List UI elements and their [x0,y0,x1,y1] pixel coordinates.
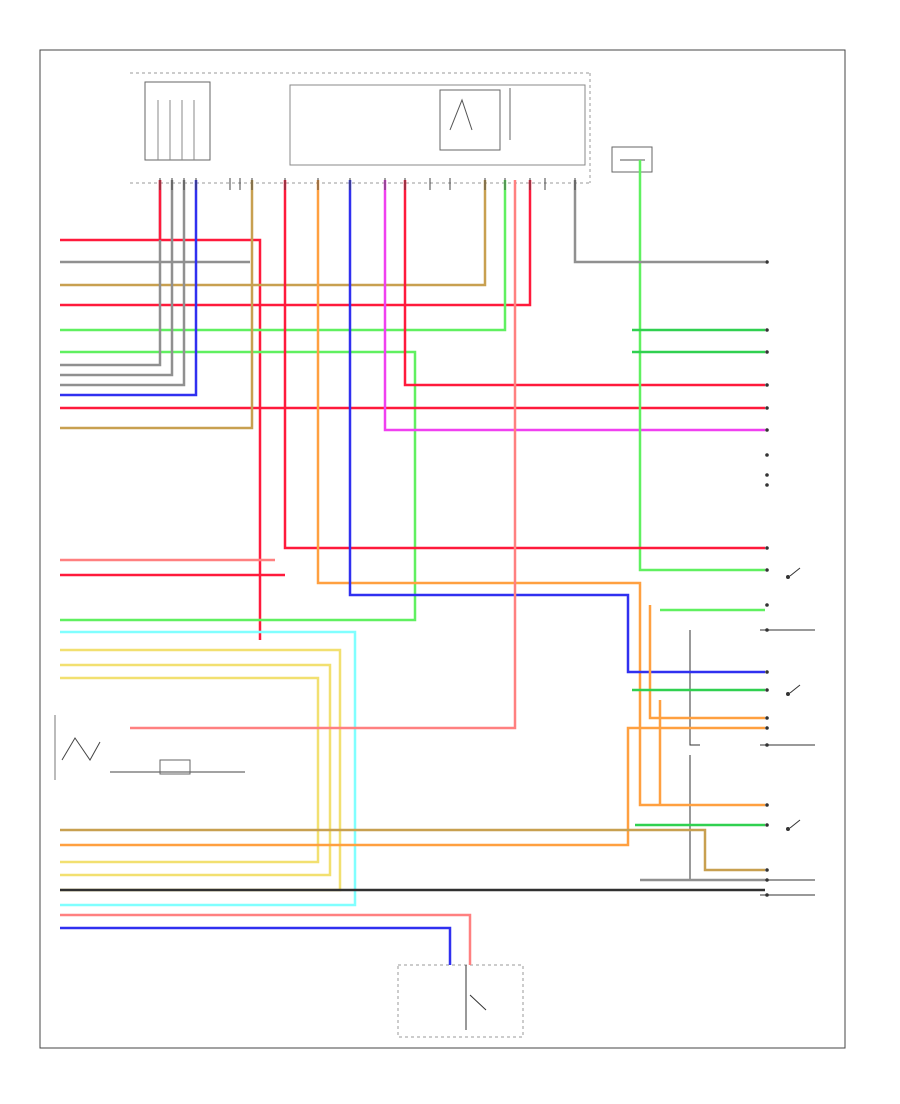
terminal-dot [765,568,769,572]
wire-yellow [60,663,332,877]
wire-light_green [638,160,765,572]
terminal-dot [765,428,769,432]
wire-light_green [60,180,507,332]
wire-pink [130,180,517,730]
wire-light_green [60,350,417,622]
wire-gray [60,180,186,387]
fuse-relay-box [144,81,211,161]
wire-orange [60,726,765,847]
wire-gray [60,180,174,377]
terminal-dot [765,383,769,387]
wire-yellow [60,648,342,892]
wire-blue [60,180,198,397]
wire-tan [60,180,254,430]
terminal-dot [765,453,769,457]
terminal-dot [765,803,769,807]
wire-tan [60,180,487,287]
terminal-dot [765,603,769,607]
transmission-range-switch [397,964,524,1038]
wire-gray [573,180,765,264]
wire-pink [60,913,472,965]
label-markers [159,178,769,897]
wire-magenta [383,180,765,432]
switch-1 [786,567,801,579]
control-unit-box [289,84,586,166]
left-switch-schematic [54,715,245,780]
wire-gray [60,180,162,367]
wire-blue [348,180,765,674]
switch-2 [786,684,801,696]
diagram-border [39,49,846,1049]
terminal-dot [765,878,769,882]
wire-yellow [60,676,320,864]
terminal-dot [765,868,769,872]
wire-layer [60,160,765,965]
terminal-dot [765,670,769,674]
wire-blue [60,926,452,965]
top-connector-strip [130,72,591,184]
terminal-dot [765,688,769,692]
terminal-dot [765,726,769,730]
wire-cyan [60,630,357,907]
terminal-dot [765,406,769,410]
switch-3 [786,819,801,831]
right-bracket-lines [689,629,815,896]
top-right-component [611,146,653,173]
wire-orange [648,605,765,720]
terminal-dot [765,483,769,487]
wire-red [283,180,765,550]
terminal-dot [765,473,769,477]
wire-tan [60,828,765,872]
wire-red [60,238,262,640]
terminal-dot [765,628,769,632]
terminal-dot [765,328,769,332]
wire-red [403,180,765,387]
terminal-dot [765,546,769,550]
terminal-dot [765,823,769,827]
terminal-dot [765,743,769,747]
terminal-dot [765,716,769,720]
terminal-dot [765,260,769,264]
wire-red [60,180,532,307]
terminal-dot [765,893,769,897]
terminal-dot [765,350,769,354]
wire-orange [316,180,765,807]
